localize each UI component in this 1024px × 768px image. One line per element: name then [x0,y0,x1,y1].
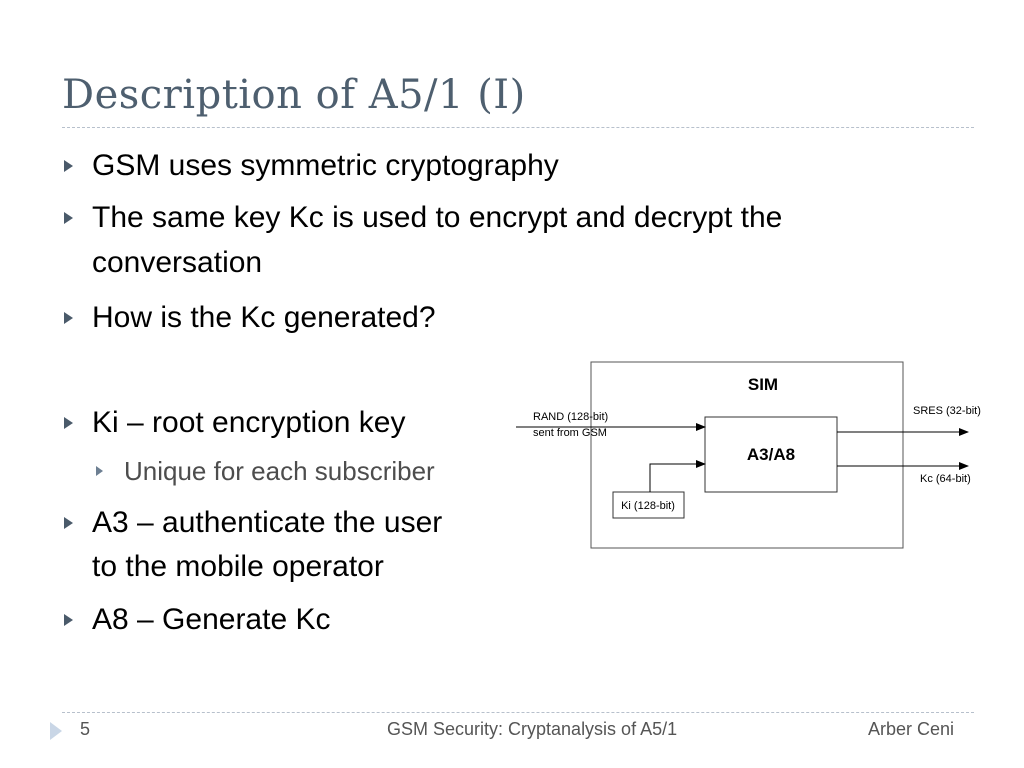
ki-label: Ki (128-bit) [621,500,675,512]
ki-box [612,491,685,519]
rand-source-label: sent from GSM [533,427,607,439]
bullet-marker-icon [64,614,73,626]
bullet-text: How is the Kc generated? [92,301,436,334]
bullet-marker-icon [64,417,73,429]
bullet-marker-icon [64,312,73,324]
a3-a8-box [704,416,838,493]
bullet-text-continuation: conversation [92,246,263,279]
bullet-marker-icon [64,212,73,224]
bullet-text: Ki – root encryption key [92,406,406,439]
a3-a8-label: A3/A8 [747,445,795,464]
sim-diagram-svg: SIM A3/A8 RAND (128-bit) sent from GSM K… [516,361,981,549]
bullet-text: GSM uses symmetric cryptography [92,149,559,182]
sres-label: SRES (32-bit) [913,405,981,417]
kc-label: Kc (64-bit) [920,473,971,485]
footer-title: GSM Security: Cryptanalysis of A5/1 [387,719,678,739]
bullet-list: GSM uses symmetric cryptography The same… [64,149,783,636]
footer-arrow-icon [50,722,62,740]
page-number: 5 [80,719,91,739]
title-divider [62,127,974,128]
bullet-marker-icon [64,160,73,172]
bullet-text-continuation: to the mobile operator [92,550,384,583]
sim-label: SIM [748,375,778,394]
footer-divider [62,712,974,713]
bullet-text: A3 – authenticate the user [92,506,443,539]
slide-title: Description of A5/1 (I) [62,72,526,118]
rand-label: RAND (128-bit) [533,411,608,423]
bullet-text: A8 – Generate Kc [92,603,331,636]
sim-diagram: SIM A3/A8 RAND (128-bit) sent from GSM K… [508,356,1004,556]
sub-bullet-text: Unique for each subscriber [124,456,435,486]
footer-author: Arber Ceni [868,719,955,739]
sub-bullet-marker-icon [96,466,103,476]
bullet-marker-icon [64,517,73,529]
ki-arrow [649,460,706,492]
bullet-text: The same key Kc is used to encrypt and d… [92,201,783,234]
